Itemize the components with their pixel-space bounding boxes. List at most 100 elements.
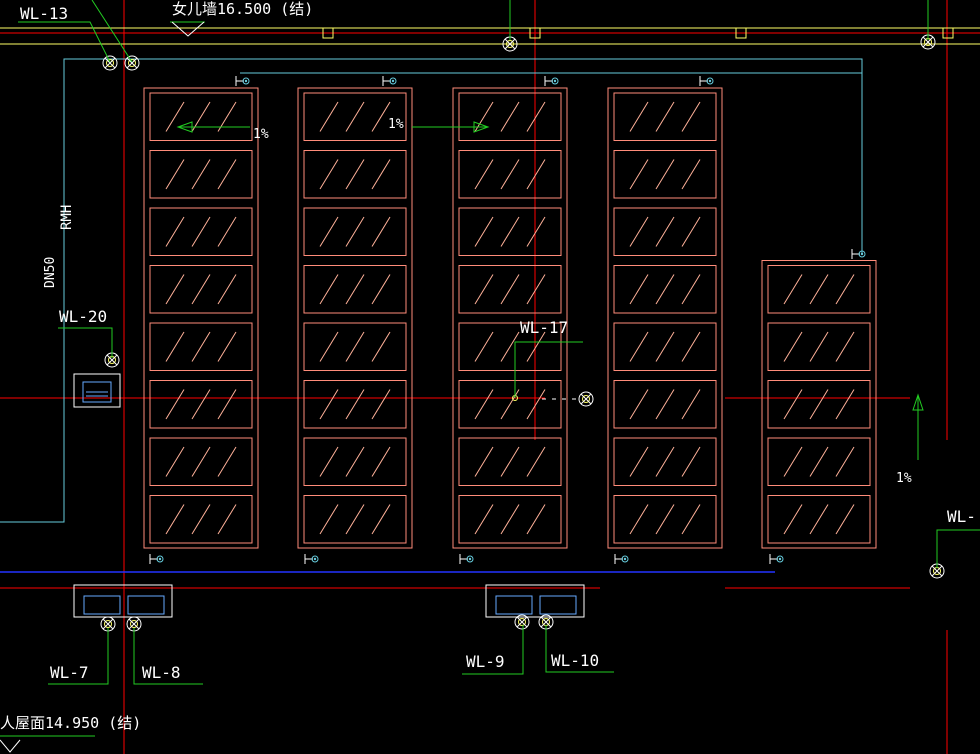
solar-panel — [613, 322, 717, 371]
panel-hatch — [500, 446, 520, 477]
panel-hatch — [474, 389, 494, 420]
panel-hatch — [371, 504, 391, 535]
parapet-post — [735, 27, 747, 39]
panel-hatch — [500, 504, 520, 535]
elevation-markers — [0, 21, 205, 753]
panel-hatch — [474, 331, 494, 362]
solar-panel — [613, 150, 717, 199]
pipe-cyan — [0, 58, 863, 523]
solar-panel — [149, 150, 253, 199]
label-slope-a: 1% — [253, 127, 269, 142]
panel-hatch — [809, 446, 829, 477]
label-wl20: WL-20 — [59, 307, 107, 326]
solar-panel — [613, 207, 717, 256]
equipment-box-bottom-mid — [485, 584, 585, 618]
panel-hatch — [500, 159, 520, 190]
panel-hatch — [629, 101, 649, 132]
solar-panel — [303, 495, 407, 544]
panel-hatch — [526, 331, 546, 362]
panel-hatch — [474, 504, 494, 535]
solar-panel — [458, 92, 562, 141]
solar-panel — [613, 495, 717, 544]
panel-hatch — [165, 159, 185, 190]
solar-panel — [613, 437, 717, 486]
panel-hatch — [655, 331, 675, 362]
valve-icon — [544, 76, 559, 86]
panel-stacks — [143, 87, 877, 549]
panel-hatch — [371, 331, 391, 362]
roof-drain-icon — [124, 55, 140, 71]
panel-hatch — [319, 389, 339, 420]
solar-panel — [613, 265, 717, 314]
roof-drain-icon — [578, 391, 594, 407]
panel-hatch — [191, 504, 211, 535]
panel-hatch — [655, 274, 675, 305]
panel-hatch — [655, 389, 675, 420]
panel-hatch — [629, 504, 649, 535]
panel-hatch — [655, 504, 675, 535]
panel-hatch — [629, 159, 649, 190]
panel-hatch — [681, 274, 701, 305]
solar-panel — [613, 380, 717, 429]
leader-wl-right — [936, 529, 980, 568]
parapet-post — [322, 27, 334, 39]
panel-hatch — [319, 331, 339, 362]
panel-hatch — [681, 504, 701, 535]
valve-icon — [304, 554, 319, 564]
label-wl10: WL-10 — [551, 651, 599, 670]
panel-hatch — [809, 389, 829, 420]
elevation-marker-parapet — [171, 21, 205, 37]
panel-hatch — [474, 159, 494, 190]
leader-wl17 — [514, 341, 583, 398]
equipment-box-left — [73, 373, 121, 408]
panel-hatch — [165, 331, 185, 362]
panel-hatch — [783, 389, 803, 420]
label-wl17: WL-17 — [520, 318, 568, 337]
roof-drain-icon — [502, 36, 518, 52]
equipment-box-left-inner — [82, 381, 112, 403]
leader-wl9 — [462, 625, 524, 675]
panel-hatch — [319, 101, 339, 132]
solar-panel — [767, 495, 871, 544]
panel-hatch — [191, 331, 211, 362]
roof-drain-icon — [126, 616, 142, 632]
roof-drain-icon — [102, 55, 118, 71]
panel-hatch — [474, 446, 494, 477]
panel-hatch — [655, 216, 675, 247]
panel-hatch — [783, 331, 803, 362]
panel-hatch — [681, 101, 701, 132]
panel-hatch — [500, 101, 520, 132]
solar-panel — [149, 265, 253, 314]
panel-hatch — [474, 216, 494, 247]
label-slope-b: 1% — [388, 117, 404, 132]
panel-hatch — [681, 331, 701, 362]
solar-panel — [458, 207, 562, 256]
panel-hatch — [809, 274, 829, 305]
pipe-cyan-run — [0, 58, 863, 523]
panel-hatch — [319, 446, 339, 477]
panel-hatch — [217, 331, 237, 362]
solar-panel — [303, 380, 407, 429]
label-dn50: DN50 — [43, 257, 58, 288]
solar-panel — [303, 437, 407, 486]
panel-hatch — [500, 331, 520, 362]
panel-hatch — [165, 274, 185, 305]
panel-hatch — [165, 389, 185, 420]
panel-hatch — [345, 159, 365, 190]
solar-panel — [458, 265, 562, 314]
panel-hatch — [783, 504, 803, 535]
panel-hatch — [217, 389, 237, 420]
panel-hatch — [809, 331, 829, 362]
leader-wl13b — [91, 0, 133, 63]
solar-panel — [149, 437, 253, 486]
solar-panel — [458, 495, 562, 544]
valve-icon — [459, 554, 474, 564]
panel-stack-outline — [761, 260, 877, 549]
panel-hatch — [835, 274, 855, 305]
equipment-boxes — [73, 373, 585, 618]
panel-hatch — [526, 274, 546, 305]
panel-hatch — [835, 446, 855, 477]
solar-panel — [149, 380, 253, 429]
panel-hatch — [371, 216, 391, 247]
